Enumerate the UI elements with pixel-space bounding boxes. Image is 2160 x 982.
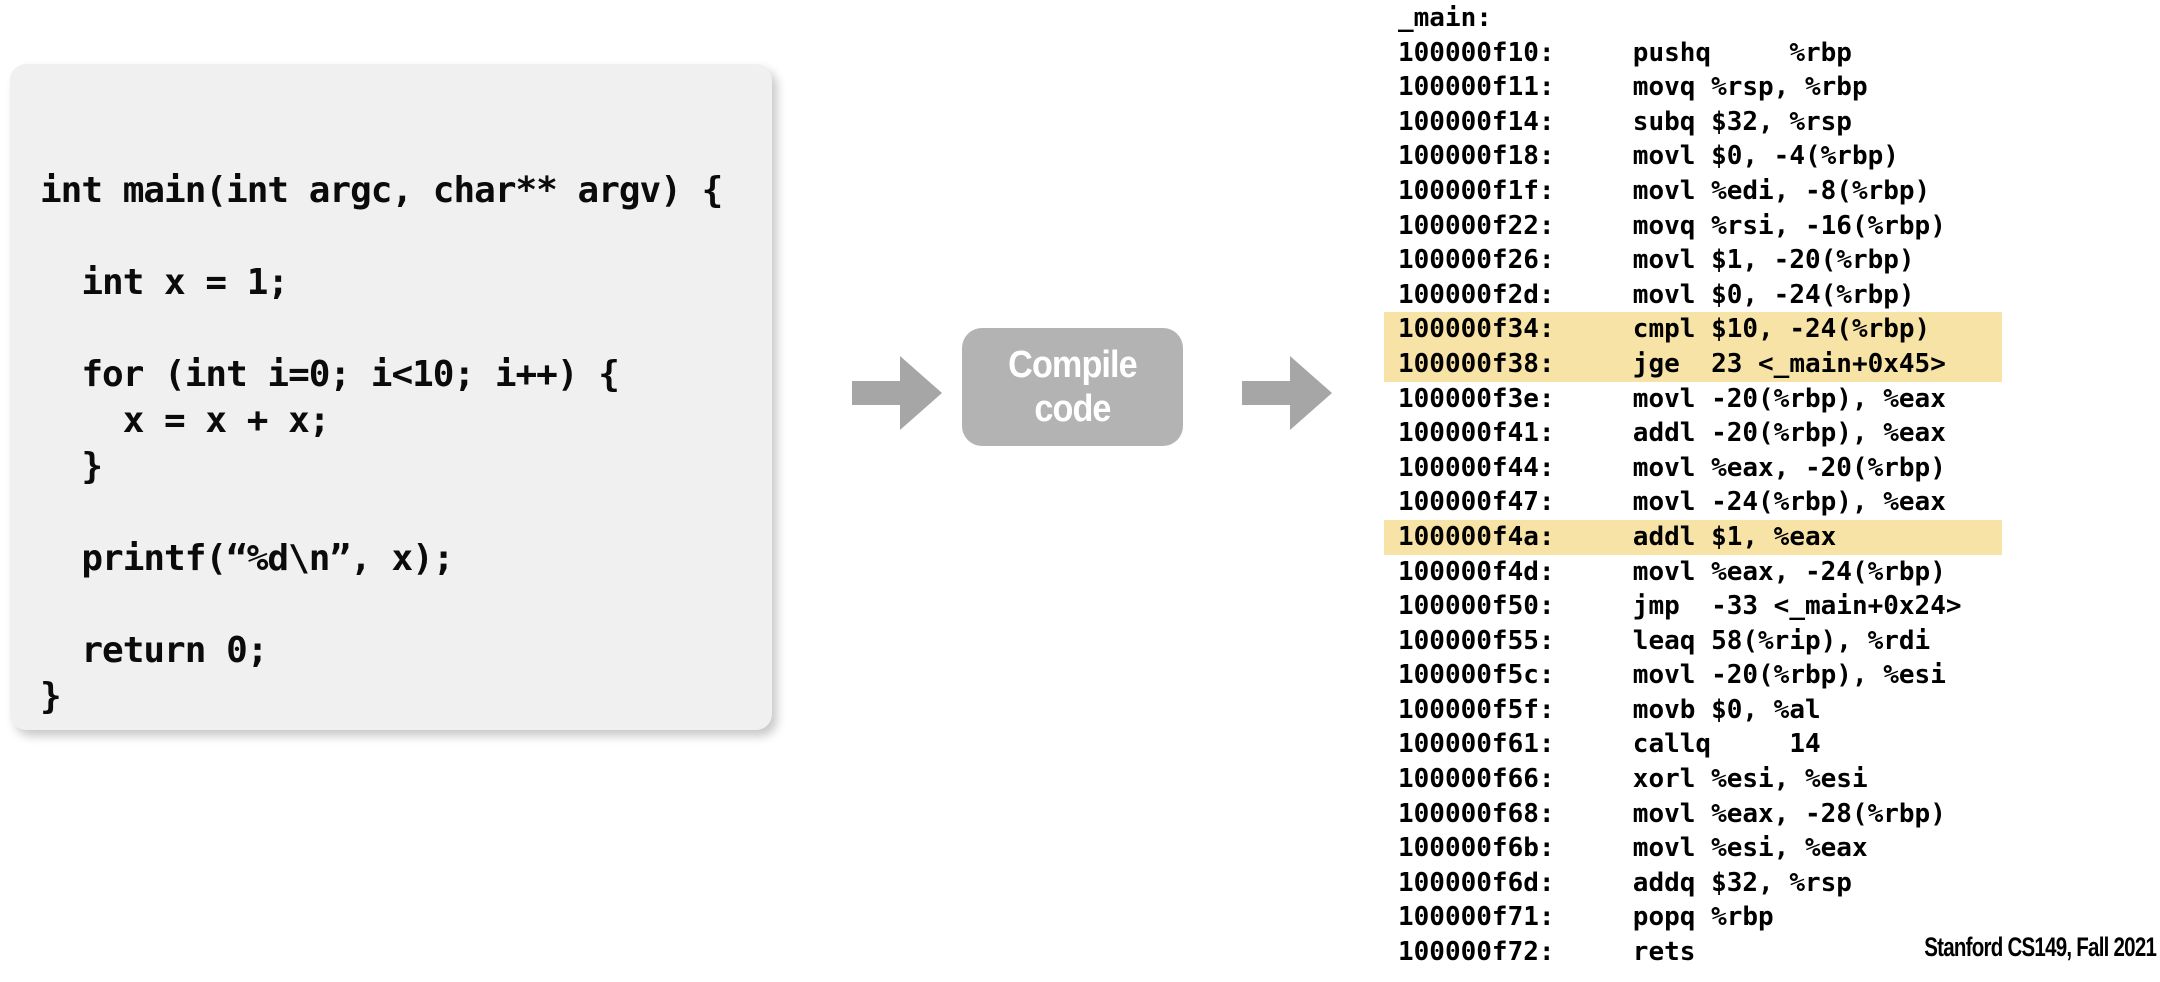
asm-line: 100000f66: xorl %esi, %esi xyxy=(1398,764,1868,795)
asm-line: 100000f68: movl %eax, -28(%rbp) xyxy=(1398,798,1946,829)
asm-line: 100000f5c: movl -20(%rbp), %esi xyxy=(1398,660,1946,691)
asm-line: 100000f4a: addl $1, %eax xyxy=(1384,519,2002,555)
asm-line: 100000f72: rets xyxy=(1398,937,1696,968)
asm-line: 100000f14: subq $32, %rsp xyxy=(1398,106,1852,137)
asm-rows: 100000f10: pushq %rbp 100000f11: movq %rs… xyxy=(1384,36,2002,970)
asm-line: 100000f34: cmpl $10, -24(%rbp) xyxy=(1384,312,2002,347)
c-source-code: int main(int argc, char** argv) { int x … xyxy=(40,170,723,717)
compile-code-label: Compile code xyxy=(1008,343,1138,431)
compile-label-line1: Compile xyxy=(1008,344,1138,386)
asm-line: 100000f11: movq %rsp, %rbp xyxy=(1398,72,1868,103)
asm-line: 100000f1f: movl %edi, -8(%rbp) xyxy=(1398,175,1931,206)
asm-line: 100000f3e: movl -20(%rbp), %eax xyxy=(1398,383,1946,414)
asm-line: 100000f55: leaq 58(%rip), %rdi xyxy=(1398,625,1931,656)
asm-line: 100000f5f: movb $0, %al xyxy=(1398,694,1821,725)
asm-line: 100000f4d: movl %eax, -24(%rbp) xyxy=(1398,556,1946,587)
asm-line: 100000f41: addl -20(%rbp), %eax xyxy=(1398,418,1946,449)
asm-line: 100000f44: movl %eax, -20(%rbp) xyxy=(1398,452,1946,483)
asm-line: 100000f2d: movl $0, -24(%rbp) xyxy=(1398,279,1915,310)
arrow-right-icon xyxy=(1242,356,1332,430)
asm-line: 100000f61: callq 14 xyxy=(1398,729,1821,760)
asm-line: 100000f10: pushq %rbp xyxy=(1398,37,1852,68)
footer-credit: Stanford CS149, Fall 2021 xyxy=(1924,932,2157,962)
asm-line: 100000f47: movl -24(%rbp), %eax xyxy=(1398,487,1946,518)
asm-line: 100000f38: jge 23 <_main+0x45> xyxy=(1384,346,2002,382)
c-source-panel: int main(int argc, char** argv) { int x … xyxy=(10,64,772,730)
arrow-right-icon xyxy=(852,356,942,430)
asm-line: 100000f22: movq %rsi, -16(%rbp) xyxy=(1398,210,1946,241)
asm-line: 100000f6d: addq $32, %rsp xyxy=(1398,867,1852,898)
asm-line: 100000f26: movl $1, -20(%rbp) xyxy=(1398,245,1915,276)
asm-line: 100000f50: jmp -33 <_main+0x24> xyxy=(1398,591,1962,622)
asm-line: 100000f71: popq %rbp xyxy=(1398,902,1774,933)
asm-line: 100000f18: movl $0, -4(%rbp) xyxy=(1398,141,1899,172)
asm-line: 100000f6b: movl %esi, %eax xyxy=(1398,833,1868,864)
asm-main-label: _main: xyxy=(1398,3,1492,33)
compile-code-box: Compile code xyxy=(962,328,1183,446)
assembly-listing: _main: 100000f10: pushq %rbp 100000f11: m… xyxy=(1384,1,2002,970)
compile-label-line2: code xyxy=(1034,388,1111,430)
